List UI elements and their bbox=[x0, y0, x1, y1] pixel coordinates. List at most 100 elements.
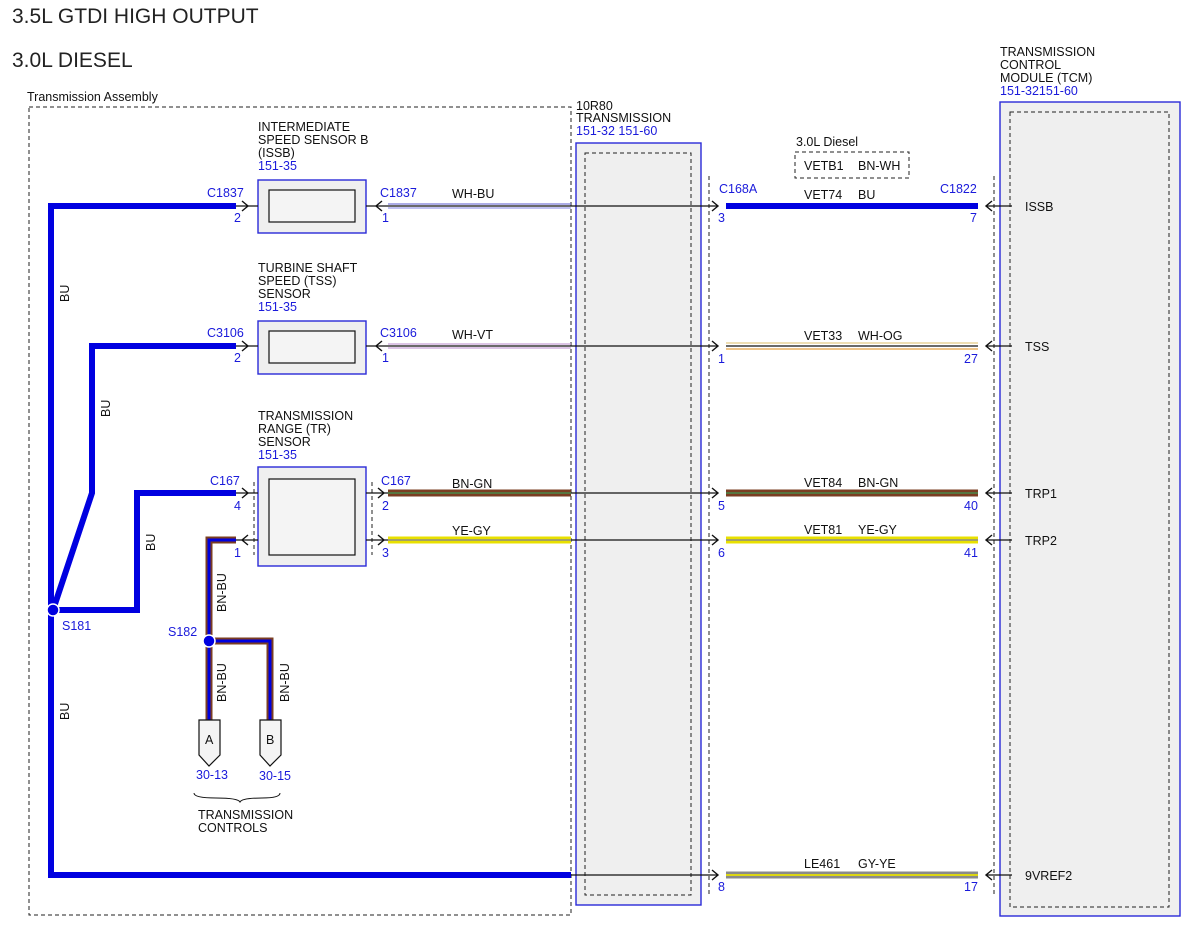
tss-left-pin: 2 bbox=[234, 351, 241, 365]
harness-wire-vet33 bbox=[726, 342, 978, 350]
tr-left-pin-top: 4 bbox=[234, 499, 241, 513]
bn-bu-label-2: BN-BU bbox=[215, 663, 229, 702]
circuit-5-id: LE461 bbox=[804, 857, 840, 871]
transmission-10r80-block bbox=[575, 142, 702, 906]
tr-left-pin-bottom: 1 bbox=[234, 546, 241, 560]
circuit-2-id: VET33 bbox=[804, 329, 842, 343]
bn-bu-label-3: BN-BU bbox=[278, 663, 292, 702]
tcm-refs: 151-32151-60 bbox=[1000, 84, 1078, 98]
circuit-4-color: YE-GY bbox=[858, 523, 898, 537]
bu-label-3: BU bbox=[144, 534, 158, 551]
diesel-note-title: 3.0L Diesel bbox=[796, 135, 858, 149]
bn-bu-wires bbox=[205, 536, 274, 720]
splice-s182 bbox=[202, 634, 216, 648]
circuit-3-id: VET84 bbox=[804, 476, 842, 490]
circuit-5-color: GY-YE bbox=[858, 857, 896, 871]
tcm-name-2: CONTROL bbox=[1000, 58, 1061, 72]
issb-sensor-ref: 151-35 bbox=[258, 159, 297, 173]
tss-right-connector: C3106 bbox=[380, 326, 417, 340]
circuit-5-signal: 9VREF2 bbox=[1025, 869, 1072, 883]
splice-s181 bbox=[46, 603, 60, 617]
circuit-1-id: VET74 bbox=[804, 188, 842, 202]
circuit-3-right-pin: 40 bbox=[964, 499, 978, 513]
tr-sensor-name-2: RANGE (TR) bbox=[258, 422, 331, 436]
circuit-1-color: BU bbox=[858, 188, 875, 202]
controls-ref-a: 30-13 bbox=[196, 768, 228, 782]
circuit-3-color: BN-GN bbox=[858, 476, 898, 490]
tss-sensor-element bbox=[268, 330, 356, 364]
circuit-3-signal: TRP1 bbox=[1025, 487, 1057, 501]
wire-wh-vt bbox=[388, 343, 571, 349]
transmission-passthrough-lines bbox=[571, 205, 718, 876]
issb-sensor-element bbox=[268, 189, 356, 223]
issb-sensor-name-2: SPEED SENSOR B bbox=[258, 133, 368, 147]
circuit-4-left-pin: 6 bbox=[718, 546, 725, 560]
transmission-10r80-name-1: 10R80 bbox=[576, 99, 613, 113]
issb-sensor-name-3: (ISSB) bbox=[258, 146, 295, 160]
circuit-2-right-pin: 27 bbox=[964, 352, 978, 366]
tss-sensor-ref: 151-35 bbox=[258, 300, 297, 314]
tr-sensor-ref: 151-35 bbox=[258, 448, 297, 462]
issb-right-pin: 1 bbox=[382, 211, 389, 225]
tr-sensor-name-1: TRANSMISSION bbox=[258, 409, 353, 423]
c168a-label: C168A bbox=[719, 182, 758, 196]
connector-arrows bbox=[236, 200, 993, 881]
wire-ye-gy-label: YE-GY bbox=[452, 524, 492, 538]
tcm-name-3: MODULE (TCM) bbox=[1000, 71, 1092, 85]
tr-sensor-name-3: SENSOR bbox=[258, 435, 311, 449]
issb-left-connector: C1837 bbox=[207, 186, 244, 200]
tr-left-connector: C167 bbox=[210, 474, 240, 488]
transmission-10r80-inner-boundary bbox=[584, 152, 692, 896]
controls-label-2: CONTROLS bbox=[198, 821, 267, 835]
circuit-4-signal: TRP2 bbox=[1025, 534, 1057, 548]
circuit-2-color: WH-OG bbox=[858, 329, 902, 343]
diesel-note-box bbox=[794, 151, 910, 179]
transmission-10r80-refs: 151-32 151-60 bbox=[576, 124, 657, 138]
bu-label-1: BU bbox=[58, 285, 72, 302]
controls-label-1: TRANSMISSION bbox=[198, 808, 293, 822]
splice-s181-label: S181 bbox=[62, 619, 91, 633]
tr-right-pin-bottom: 3 bbox=[382, 546, 389, 560]
circuit-1-left-pin: 3 bbox=[718, 211, 725, 225]
issb-sensor-name-1: INTERMEDIATE bbox=[258, 120, 350, 134]
circuit-5-left-pin: 8 bbox=[718, 880, 725, 894]
circuit-4-id: VET81 bbox=[804, 523, 842, 537]
tcm-name-1: TRANSMISSION bbox=[1000, 45, 1095, 59]
bu-return-wires bbox=[48, 203, 571, 878]
issb-left-pin: 2 bbox=[234, 211, 241, 225]
transmission-10r80-name-2: TRANSMISSION bbox=[576, 111, 671, 125]
circuit-1-signal: ISSB bbox=[1025, 200, 1054, 214]
circuit-3-left-pin: 5 bbox=[718, 499, 725, 513]
tcm-inner-boundary bbox=[1009, 111, 1170, 908]
c1822-label: C1822 bbox=[940, 182, 977, 196]
wire-wh-vt-label: WH-VT bbox=[452, 328, 493, 342]
circuit-1-right-pin: 7 bbox=[970, 211, 977, 225]
controls-connector-a-label: A bbox=[205, 733, 214, 747]
transmission-assembly-label: Transmission Assembly bbox=[27, 90, 159, 104]
controls-connector-b bbox=[259, 719, 282, 767]
tss-sensor-name-1: TURBINE SHAFT bbox=[258, 261, 358, 275]
controls-brace bbox=[193, 792, 281, 804]
tcm-block bbox=[999, 101, 1181, 917]
harness-circuit-labels: 3 VET74 BU 7 ISSB 1 VET33 WH-OG 27 TSS 5… bbox=[718, 188, 1072, 894]
wire-wh-bu-label: WH-BU bbox=[452, 187, 494, 201]
tcm-wire-stubs bbox=[986, 205, 1012, 876]
splice-s182-label: S182 bbox=[168, 625, 197, 639]
transmission-assembly-boundary bbox=[28, 106, 572, 916]
circuit-2-left-pin: 1 bbox=[718, 352, 725, 366]
bn-bu-label-1: BN-BU bbox=[215, 573, 229, 612]
tr-right-connector: C167 bbox=[381, 474, 411, 488]
header-engine-diesel: 3.0L DIESEL bbox=[12, 49, 133, 72]
controls-connector-a bbox=[198, 719, 221, 767]
bu-label-2: BU bbox=[99, 400, 113, 417]
tr-sensor-element bbox=[268, 478, 356, 556]
tss-right-pin: 1 bbox=[382, 351, 389, 365]
header-engine-gtdi: 3.5L GTDI HIGH OUTPUT bbox=[12, 5, 259, 28]
diesel-note-color: BN-WH bbox=[858, 159, 900, 173]
diesel-note-circuit: VETB1 bbox=[804, 159, 844, 173]
tss-left-connector: C3106 bbox=[207, 326, 244, 340]
controls-ref-b: 30-15 bbox=[259, 769, 291, 783]
circuit-2-signal: TSS bbox=[1025, 340, 1049, 354]
wire-bn-gn-label: BN-GN bbox=[452, 477, 492, 491]
